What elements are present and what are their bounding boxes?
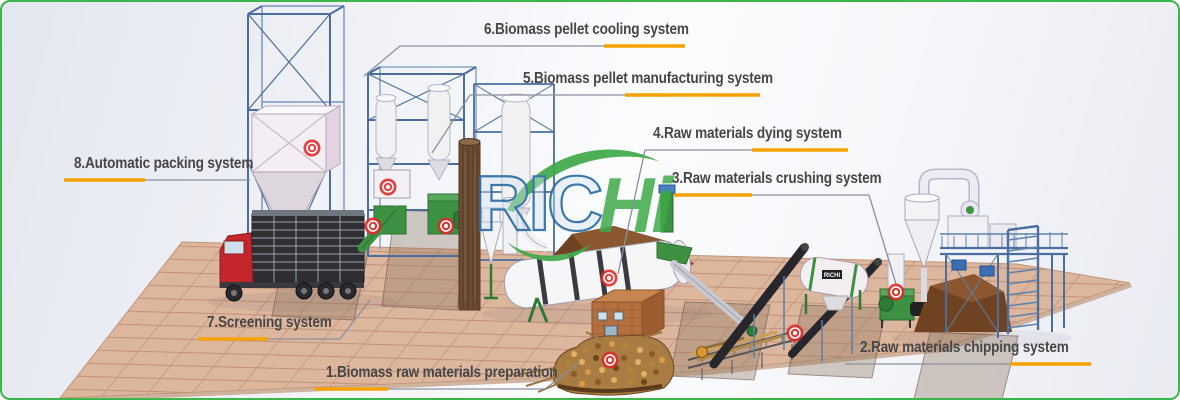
- hotspot-icon: [379, 178, 397, 196]
- system-label-6: 6.Biomass pellet cooling system: [484, 21, 689, 38]
- truck: [219, 210, 365, 302]
- system-label-7: 7.Screening system: [207, 314, 332, 331]
- crusher-system: [904, 168, 1068, 338]
- leader-lines: [145, 45, 1010, 390]
- system-label-4: 4.Raw materials dying system: [653, 125, 842, 142]
- hotspot-icon: [303, 139, 321, 157]
- hotspot-icon: [600, 269, 618, 287]
- label-underlines: [64, 44, 1091, 391]
- system-label-3: 3.Raw materials crushing system: [672, 170, 882, 187]
- foundation-pits: [271, 209, 1019, 398]
- system-label-2: 2.Raw materials chipping system: [860, 339, 1069, 356]
- screener-badge: RICHI: [824, 273, 841, 279]
- chip-pile-right: [914, 274, 1012, 332]
- log-column: [458, 138, 481, 311]
- hotspot-icon: [786, 324, 804, 342]
- richi-logo: RIC Hi: [474, 149, 677, 262]
- logo-swoosh-icon: [507, 242, 592, 262]
- system-label-5: 5.Biomass pellet manufacturing system: [523, 70, 773, 87]
- hotspot-icon: [437, 217, 455, 235]
- system-label-8: 8.Automatic packing system: [74, 155, 254, 172]
- hotspot-icon: [364, 217, 382, 235]
- furnace-house: [591, 289, 665, 341]
- hotspot-icon: [601, 351, 619, 369]
- logo-text-hi: Hi: [598, 161, 674, 249]
- hotspot-markers: [303, 139, 905, 369]
- logo-swoosh-icon: [507, 149, 660, 212]
- trommel-screener: RICHI: [799, 256, 869, 314]
- bucket-elevator: [658, 184, 676, 233]
- belt-conveyor-a: [709, 243, 809, 369]
- logo-text-ric: RIC: [475, 159, 602, 247]
- hotspot-icon: [887, 283, 905, 301]
- system-label-1: 1.Biomass raw materials preparation: [326, 364, 558, 381]
